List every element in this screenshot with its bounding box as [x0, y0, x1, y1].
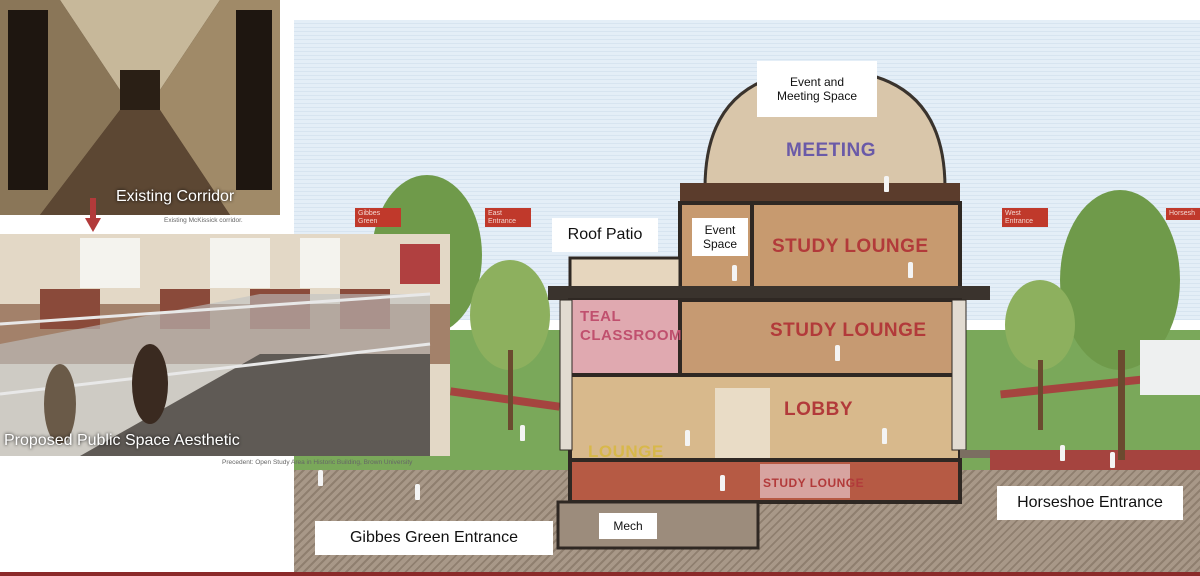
room-lobby: LOBBY: [784, 399, 853, 420]
flag-west-line1: West: [1005, 210, 1021, 217]
teal-classroom-bg: [570, 300, 680, 375]
house-right: [1140, 340, 1200, 395]
walkway-right: [990, 450, 1200, 472]
flag-gibbes-green-line2: Green: [358, 217, 378, 225]
room-study-lounge-mid: STUDY LOUNGE: [770, 320, 927, 341]
flag-east-line1: East: [488, 210, 503, 217]
person-figure: [1060, 445, 1065, 461]
cornice-band: [548, 286, 990, 300]
person-figure: [520, 425, 525, 441]
person-figure: [685, 430, 690, 446]
tree-right-1-trunk: [1118, 350, 1125, 460]
person-figure: [318, 470, 323, 486]
person-figure: [884, 176, 889, 192]
photo-existing-corridor: Existing Corridor: [0, 0, 280, 215]
photo-public-space-caption: Precedent: Open Study Area in Historic B…: [222, 459, 413, 466]
person-figure: [908, 262, 913, 278]
public-space-illustration: [0, 234, 450, 456]
mech-pit: [556, 500, 760, 550]
tree-right-2: [1005, 280, 1075, 370]
photo-corridor-caption: Existing McKissick corridor.: [164, 217, 243, 224]
callout-mech: Mech: [599, 513, 657, 539]
callout-horseshoe-entrance: Horseshoe Entrance: [997, 486, 1183, 520]
person-figure: [720, 475, 725, 491]
callout-event-space: Event Space: [692, 218, 748, 256]
person-figure: [732, 265, 737, 281]
person-figure: [415, 484, 420, 500]
room-study-lounge-top: STUDY LOUNGE: [772, 236, 929, 257]
person-figure: [882, 428, 887, 444]
bottom-rule: [0, 572, 1200, 576]
flag-gibbes-green: Gibbes Green: [355, 208, 401, 228]
callout-roof-patio: Roof Patio: [552, 218, 658, 252]
room-teal-line2: CLASSROOM: [580, 327, 682, 344]
flag-horseshoe-text: Horsesh: [1169, 210, 1196, 217]
callout-event-meeting: Event and Meeting Space: [757, 61, 877, 117]
flag-horseshoe: Horsesh: [1166, 208, 1200, 220]
flag-gibbes-green-line1: Gibbes: [358, 210, 381, 217]
room-study-lounge-basement: STUDY LOUNGE: [763, 476, 865, 490]
person-figure: [1110, 452, 1115, 468]
arrow-down-icon: [85, 198, 101, 232]
room-meeting: MEETING: [786, 140, 877, 161]
photo-corridor-title: Existing Corridor: [116, 188, 235, 205]
flag-east-entrance: East Entrance: [485, 208, 531, 228]
flag-east-line2: Entrance: [488, 217, 517, 225]
cornice-top: [680, 183, 960, 203]
room-lounge: LOUNGE: [588, 442, 664, 461]
flag-west-line2: Entrance: [1005, 217, 1034, 225]
photo-public-space-title: Proposed Public Space Aesthetic: [4, 432, 240, 449]
person-figure: [835, 345, 840, 361]
photo-proposed-public-space: Proposed Public Space Aesthetic: [0, 234, 450, 456]
corridor-illustration: [0, 0, 280, 215]
flag-west-entrance: West Entrance: [1002, 208, 1048, 228]
tree-left-2-trunk: [508, 350, 513, 430]
callout-gibbes-green-entrance: Gibbes Green Entrance: [315, 521, 553, 555]
room-teal-line1: TEAL: [580, 308, 622, 325]
tree-right-2-trunk: [1038, 360, 1043, 430]
